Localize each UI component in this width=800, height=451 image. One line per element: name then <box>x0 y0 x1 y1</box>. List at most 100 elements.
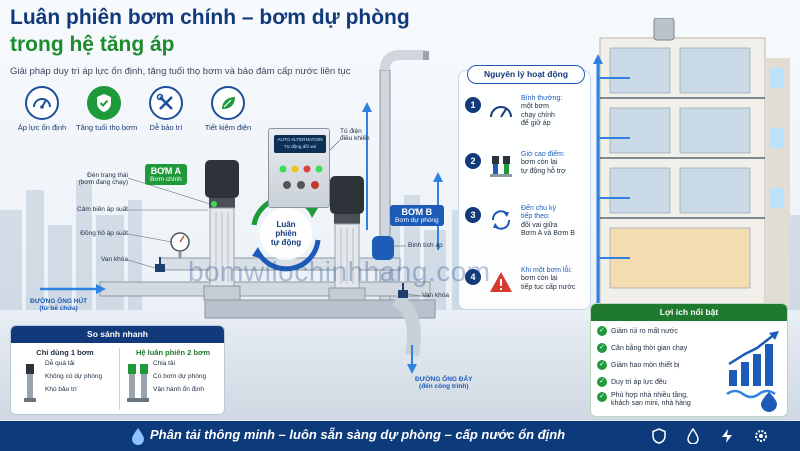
step-number: 4 <box>465 269 481 285</box>
dual-pump-item: Chia tải <box>153 360 176 367</box>
outlet-pipe-label: ĐƯỜNG ỐNG ĐẨY (đến công trình) <box>415 376 473 391</box>
quick-compare-panel: So sánh nhanh Chỉ dùng 1 bơm Dễ quá tải … <box>10 325 225 415</box>
benefit-item: ✓Cân bằng thời gian chạy <box>597 343 687 353</box>
feature-label: Áp lực ổn định <box>17 123 67 132</box>
pump-a-subtitle: Bơm chính <box>150 176 182 183</box>
step-number: 2 <box>465 153 481 169</box>
quick-compare-header: So sánh nhanh <box>11 326 224 343</box>
water-drop-icon <box>132 428 144 445</box>
callout-pressure-gauge: Đồng hồ áp suất <box>80 230 128 237</box>
feature-label: Tiết kiệm điện <box>204 123 252 132</box>
single-pump-header: Chỉ dùng 1 bơm <box>36 348 94 357</box>
feature-label: Tăng tuổi thọ bơm <box>76 123 138 132</box>
check-icon: ✓ <box>597 326 607 336</box>
eco-plug-icon <box>211 86 245 120</box>
benefit-item: ✓Duy trì áp lực đều <box>597 377 667 387</box>
outlet-pipe <box>391 293 421 357</box>
dual-pump-icon <box>127 364 149 402</box>
operating-principle-panel: Nguyên lý hoạt động 1 Bình thường:một bơ… <box>458 65 591 310</box>
operating-principle-header: Nguyên lý hoạt động <box>467 65 585 84</box>
step-number: 3 <box>465 207 481 223</box>
dual-pump-item: Vận hành ổn định <box>153 386 204 393</box>
tools-icon <box>149 86 183 120</box>
watermark-text: bomwilochinhhang.com <box>188 256 491 287</box>
control-panel-label: Tủ điện điều khiển <box>340 128 370 143</box>
twin-pump-icon <box>487 153 515 179</box>
page-title-line2: trong hệ tăng áp <box>10 33 175 56</box>
rotation-arrow-blue <box>255 239 321 272</box>
check-icon: ✓ <box>597 343 607 353</box>
valve-right <box>398 290 408 298</box>
cycle-arrows-icon <box>487 207 515 233</box>
feature-lifespan: Tăng tuổi thọ bơm <box>76 86 138 132</box>
pump-b-title: BƠM B <box>401 207 433 217</box>
step-1: 1 Bình thường:một bơm chạy chính để giữ … <box>465 95 589 143</box>
step-title: Bình thường: <box>521 95 563 102</box>
check-icon: ✓ <box>597 360 607 370</box>
gauge-icon <box>487 97 515 123</box>
callout-valve-left: Van khóa <box>101 256 128 263</box>
check-icon: ✓ <box>597 392 607 402</box>
pump-b <box>328 176 366 301</box>
step-4: 4 Khi một bơm lỗi:bơm còn lại tiếp tục c… <box>465 267 589 315</box>
step-3: 3 Đến chu kỳ tiếp theo:đổi vai giữa Bơm … <box>465 205 589 253</box>
dual-pump-column: Hệ luân phiên 2 bơm Chia tải Có bơm dự p… <box>123 348 223 402</box>
benefit-item: ✓Giảm hao mòn thiết bị <box>597 360 679 370</box>
panel-subtitle: Tự động đổi vai <box>284 143 316 149</box>
pump-a <box>203 160 241 301</box>
dual-pump-item: Có bơm dự phòng <box>153 373 207 380</box>
pressure-tank <box>372 236 394 260</box>
callout-pressure-sensor: Cảm biến áp suất <box>77 206 128 213</box>
building-illustration <box>593 18 790 308</box>
benefit-item: ✓Giảm rủi ro mất nước <box>597 326 678 336</box>
feature-pressure: Áp lực ổn định <box>14 86 70 132</box>
footer-tagline: Phân tải thông minh – luôn sẵn sàng dự p… <box>150 427 566 442</box>
step-text: Giờ cao điểm:bơm còn lại tự động hỗ trợ <box>521 151 566 176</box>
feature-maintenance: Dễ bảo trì <box>138 86 194 132</box>
step-title: Đến chu kỳ tiếp theo: <box>521 205 557 221</box>
alternation-center-label: Luân phiên tự động <box>270 220 302 248</box>
panel-screen: AUTO ALTERNATION Tự động đổi vai <box>274 135 326 153</box>
benefit-item: ✓Phù hợp nhà nhiều tầng, khách sạn mini,… <box>597 392 691 408</box>
footer-banner: Phân tải thông minh – luôn sẵn sàng dự p… <box>0 421 800 451</box>
callout-pressure-tank: Bình tích áp <box>408 242 443 249</box>
step-description: bơm còn lại tiếp tục cấp nước <box>521 275 576 291</box>
riser-bend <box>380 50 425 71</box>
page-title: Luân phiên bơm chính – bơm dự phòng <box>10 6 410 29</box>
water-drop-icon <box>684 427 702 445</box>
key-benefits-header: Lợi ích nổi bật <box>591 304 787 321</box>
pump-b-subtitle: Bơm dự phòng <box>395 217 439 224</box>
pump-b-tag: BƠM B Bơm dự phòng <box>390 205 444 226</box>
callout-status-lamp: Đèn trạng thái (bơm đang chạy) <box>78 172 128 187</box>
single-pump-column: Chỉ dùng 1 bơm Dễ quá tải Không có dự ph… <box>15 348 115 402</box>
lightning-icon <box>718 427 736 445</box>
dual-pump-header: Hệ luân phiên 2 bơm <box>135 348 211 357</box>
pump-skid-base <box>204 299 436 319</box>
growth-chart-icon <box>726 331 779 412</box>
pump-a-tag: BƠM A Bơm chính <box>145 164 187 185</box>
warning-icon <box>487 269 515 295</box>
step-title: Giờ cao điểm: <box>521 151 565 158</box>
callout-valve-right: Van khóa <box>422 292 449 299</box>
gauge-icon <box>25 86 59 120</box>
status-lamp-a <box>211 201 217 207</box>
control-panel: AUTO ALTERNATION Tự động đổi vai <box>268 128 330 208</box>
feature-label: Dễ bảo trì <box>149 123 183 132</box>
single-pump-icon <box>24 364 36 402</box>
pump-a-title: BƠM A <box>150 166 182 176</box>
inlet-pipe-label: ĐƯỜNG ỐNG HÚT (từ bể chứa) <box>30 298 88 313</box>
single-pump-item: Không có dự phòng <box>45 373 103 380</box>
step-description: bơm còn lại tự động hỗ trợ <box>521 159 566 175</box>
valve-left <box>155 264 165 272</box>
step-text: Bình thường:một bơm chạy chính để giữ áp <box>521 95 562 129</box>
panel-title: AUTO ALTERNATION <box>277 137 323 142</box>
step-text: Đến chu kỳ tiếp theo:đổi vai giữa Bơm A … <box>521 205 575 239</box>
shield-icon <box>650 427 668 445</box>
step-number: 1 <box>465 97 481 113</box>
page-subtitle: Giải pháp duy trì áp lực ổn định, tăng t… <box>10 66 351 77</box>
roof-water-tank <box>653 18 675 41</box>
step-description: một bơm chạy chính để giữ áp <box>521 103 555 128</box>
step-description: đổi vai giữa Bơm A và Bơm B <box>521 221 575 238</box>
